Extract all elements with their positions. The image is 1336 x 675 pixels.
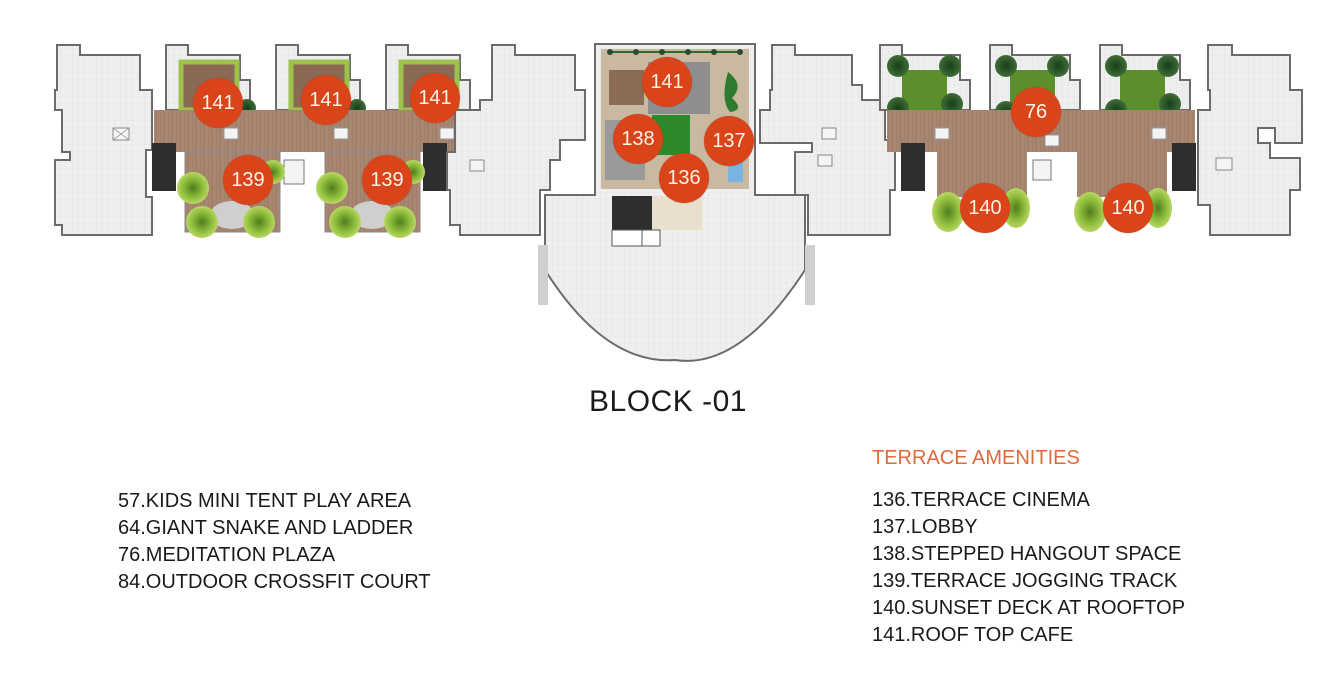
amenities-legend: 57.KIDS MINI TENT PLAY AREA 64.GIANT SNA… — [118, 488, 431, 596]
amenity-marker-141[interactable]: 141 — [301, 75, 351, 125]
terrace-amenities-legend: TERRACE AMENITIES 136.TERRACE CINEMA 137… — [872, 444, 1185, 649]
amenity-marker-137[interactable]: 137 — [704, 116, 754, 166]
legend-item: 141.ROOF TOP CAFE — [872, 624, 1074, 646]
legend-item: 84.OUTDOOR CROSSFIT COURT — [118, 571, 431, 593]
block-title: BLOCK -01 — [589, 385, 747, 418]
legend-item: 57.KIDS MINI TENT PLAY AREA — [118, 490, 412, 512]
legend-item: 137.LOBBY — [872, 516, 978, 538]
legend-item: 76.MEDITATION PLAZA — [118, 544, 336, 566]
amenity-marker-138[interactable]: 138 — [613, 114, 663, 164]
legend-heading: TERRACE AMENITIES — [872, 447, 1080, 469]
legend-item: 138.STEPPED HANGOUT SPACE — [872, 543, 1182, 565]
right-wing — [759, 44, 1303, 236]
amenity-marker-141[interactable]: 141 — [410, 73, 460, 123]
amenity-marker-141[interactable]: 141 — [193, 78, 243, 128]
amenity-marker-140[interactable]: 140 — [1103, 183, 1153, 233]
legend-item: 139.TERRACE JOGGING TRACK — [872, 570, 1178, 592]
amenity-marker-141[interactable]: 141 — [642, 57, 692, 107]
legend-item: 140.SUNSET DECK AT ROOFTOP — [872, 597, 1186, 619]
legend-item: 136.TERRACE CINEMA — [872, 489, 1090, 511]
amenity-marker-76[interactable]: 76 — [1011, 87, 1061, 137]
amenity-marker-139[interactable]: 139 — [362, 155, 412, 205]
legend-item: 64.GIANT SNAKE AND LADDER — [118, 517, 414, 539]
amenity-marker-136[interactable]: 136 — [659, 153, 709, 203]
amenity-marker-139[interactable]: 139 — [223, 155, 273, 205]
amenity-marker-140[interactable]: 140 — [960, 183, 1010, 233]
left-wing — [54, 44, 586, 238]
